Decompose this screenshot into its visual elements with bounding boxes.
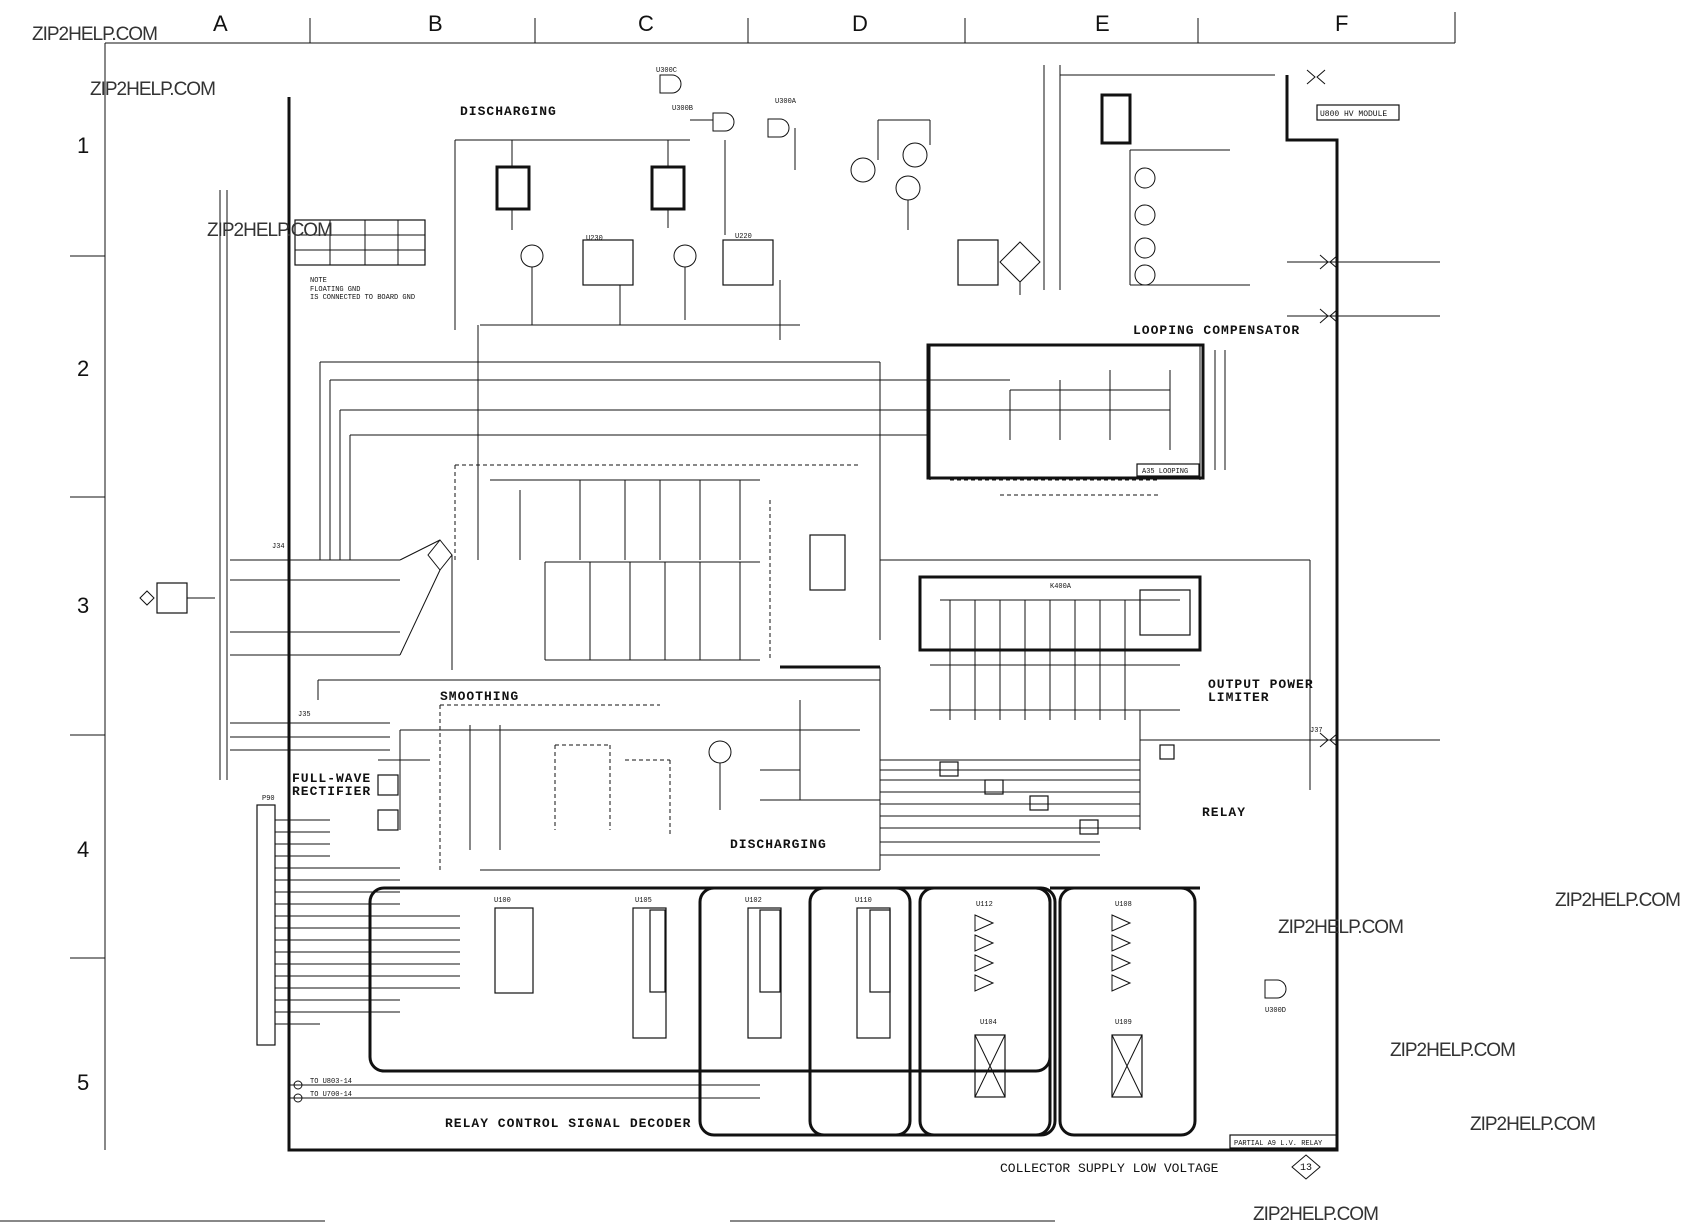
hv-module-label: U800 HV MODULE: [1320, 110, 1387, 119]
u300d-label: U300D: [1265, 1007, 1286, 1015]
relay-matrix: [454, 464, 1310, 669]
right-connectors: [1287, 69, 1440, 748]
looping-compensator: A35 LOOPING: [926, 343, 1226, 496]
watermark: ZIP2HELP.COM: [1470, 1114, 1595, 1135]
note-line-1: FLOATING GND: [310, 286, 360, 294]
u108-label: U108: [1115, 901, 1132, 909]
gate-u300d: [1264, 979, 1287, 999]
discharging-circuit: U230 U220 U300C U300B U300A: [454, 67, 931, 340]
u105-label: U105: [635, 897, 652, 905]
sheet-number: 13: [1300, 1163, 1312, 1174]
u104-label: U104: [980, 1019, 997, 1027]
to-u803-label: TO U803-14: [310, 1078, 352, 1086]
watermark: ZIP2HELP.COM: [1390, 1040, 1515, 1061]
u230-label: U230: [586, 235, 603, 243]
j34-label: J34: [272, 543, 285, 551]
diagram-title: COLLECTOR SUPPLY LOW VOLTAGE: [1000, 1161, 1219, 1176]
a35-looping-label: A35 LOOPING: [1142, 468, 1188, 476]
board-outline: U800 HV MODULE: [287, 75, 1400, 1152]
u300c-label: U300C: [656, 67, 677, 75]
watermark: ZIP2HELP.COM: [207, 220, 332, 241]
col-label: B: [428, 11, 443, 36]
transistor-q318: [520, 244, 544, 268]
input-connectors: J34 J35: [139, 190, 453, 780]
component-r404-box: [1100, 93, 1132, 145]
watermark: ZIP2HELP.COM: [1555, 890, 1680, 911]
bridge-rectifier: [999, 241, 1041, 283]
col-label: F: [1335, 11, 1348, 36]
section-title-discharging: DISCHARGING: [460, 104, 557, 119]
transistor-q320: [673, 244, 697, 268]
u110-label: U110: [855, 897, 872, 905]
note-table: NOTE FLOATING GND IS CONNECTED TO BOARD …: [294, 219, 426, 302]
component-c3-box: [650, 165, 686, 211]
gate-u300a: [767, 118, 790, 138]
section-title-relay: RELAY: [1202, 805, 1246, 820]
footer: PARTIAL A9 L.V. RELAY COLLECTOR SUPPLY L…: [1000, 1134, 1338, 1180]
section-title-output-power: OUTPUT POWER: [1208, 677, 1314, 692]
section-title-relay-decoder: RELAY CONTROL SIGNAL DECODER: [445, 1116, 691, 1131]
col-label: A: [213, 11, 228, 36]
j35-label: J35: [298, 711, 311, 719]
transformer-t300: [957, 239, 999, 286]
section-title-full-wave: FULL-WAVE: [292, 771, 371, 786]
row-label: 1: [77, 133, 89, 158]
section-title-rectifier: RECTIFIER: [292, 784, 371, 799]
signal-buses: [319, 325, 1311, 790]
watermark: ZIP2HELP.COM: [1253, 1204, 1378, 1224]
opto-u230: [582, 239, 634, 286]
gate-u300b: [712, 112, 735, 132]
section-title-smoothing: SMOOTHING: [440, 689, 519, 704]
p90-label: P90: [262, 795, 275, 803]
watermark: ZIP2HELP.COM: [90, 79, 215, 100]
row-label: 2: [77, 356, 89, 381]
partial-label: PARTIAL A9 L.V. RELAY: [1234, 1140, 1323, 1148]
col-label: E: [1095, 11, 1110, 36]
output-power-limiter: K400A J37: [918, 575, 1323, 741]
j37-label: J37: [1310, 727, 1323, 735]
opto-u220: [722, 239, 774, 286]
note-label: NOTE: [310, 277, 327, 285]
grid-frame: [0, 12, 1456, 1222]
u112-label: U112: [976, 901, 993, 909]
u300b-label: U300B: [672, 105, 693, 113]
u109-label: U109: [1115, 1019, 1132, 1027]
component-c1-box: [495, 165, 531, 211]
watermark: ZIP2HELP.COM: [1278, 917, 1403, 938]
watermark: ZIP2HELP.COM: [32, 24, 157, 45]
k400a-label: K400A: [1050, 583, 1072, 591]
hv-rectifier-area: [957, 65, 1275, 295]
note-line-2: IS CONNECTED TO BOARD GND: [310, 294, 415, 302]
gate-u300c: [659, 74, 682, 94]
row-label: 5: [77, 1070, 89, 1095]
sheet-diamond: [1291, 1154, 1321, 1180]
u102-label: U102: [745, 897, 762, 905]
to-u700-label: TO U700-14: [310, 1091, 352, 1099]
row-label: 4: [77, 837, 89, 862]
col-label: D: [852, 11, 868, 36]
hv-module-box: [1316, 104, 1400, 121]
col-label: C: [638, 11, 654, 36]
u220-label: U220: [735, 233, 752, 241]
section-title-limiter: LIMITER: [1208, 690, 1270, 705]
section-title-discharging-2: DISCHARGING: [730, 837, 827, 852]
u300a-label: U300A: [775, 98, 797, 106]
u100-label: U100: [494, 897, 511, 905]
section-title-looping-compensator: LOOPING COMPENSATOR: [1133, 323, 1300, 338]
decoder-section: P90 U100 U105 U102 U110: [256, 795, 1287, 1137]
row-label: 3: [77, 593, 89, 618]
relay-drivers: [879, 725, 1175, 870]
